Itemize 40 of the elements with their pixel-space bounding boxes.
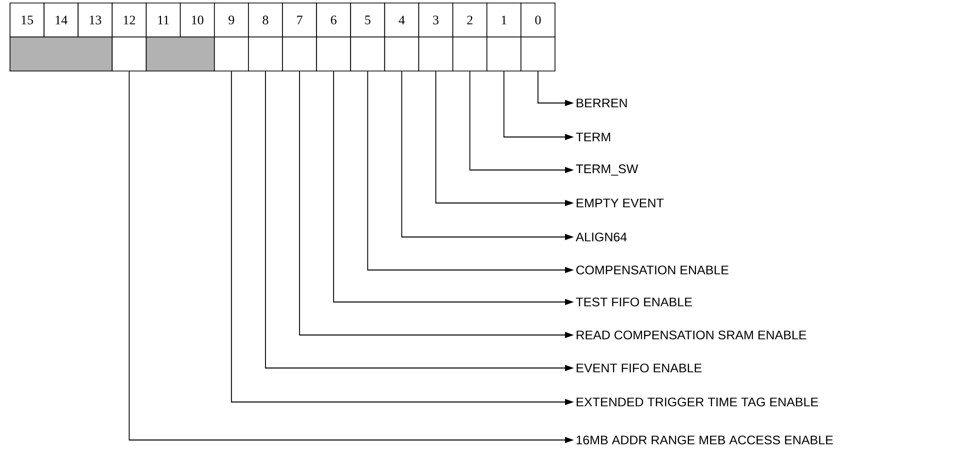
bit-number-cell: 6 bbox=[316, 2, 352, 38]
bit-label: TERM_SW bbox=[576, 164, 638, 176]
bit-number-cell: 5 bbox=[350, 2, 386, 38]
bit-number-cell: 4 bbox=[384, 2, 420, 38]
bit-number-cell: 9 bbox=[214, 2, 249, 38]
bit-cell bbox=[486, 36, 522, 72]
bit-cell bbox=[282, 36, 317, 72]
bit-label: COMPENSATION ENABLE bbox=[576, 266, 728, 274]
bit-number-cell: 7 bbox=[282, 2, 317, 38]
bit-cell bbox=[316, 36, 352, 72]
bit-cell bbox=[452, 36, 488, 72]
reserved-bits-cell bbox=[146, 36, 215, 72]
bit-label: 16MB ADDR RANGE MEB ACCESS ENABLE bbox=[576, 436, 833, 444]
bit-number-cell: 14 bbox=[44, 2, 79, 38]
bit-label: ALIGN64 bbox=[576, 232, 627, 242]
bit-label: TERM bbox=[576, 132, 610, 142]
bit-cell bbox=[112, 36, 147, 72]
bit-number-cell: 3 bbox=[418, 2, 454, 38]
bit-number-cell: 13 bbox=[78, 2, 113, 38]
bit-label: READ COMPENSATION SRAM ENABLE bbox=[576, 330, 806, 340]
bit-number-cell: 15 bbox=[10, 2, 44, 38]
bit-cell bbox=[384, 36, 420, 72]
bit-label: EXTENDED TRIGGER TIME TAG ENABLE bbox=[576, 398, 818, 406]
bit-cell bbox=[214, 36, 249, 72]
bit-label: TEST FIFO ENABLE bbox=[576, 298, 692, 306]
bit-cell bbox=[248, 36, 283, 72]
bit-number-cell: 8 bbox=[248, 2, 283, 38]
bit-number-cell: 2 bbox=[452, 2, 488, 38]
bit-cell bbox=[520, 36, 556, 72]
bit-label: BERREN bbox=[576, 98, 627, 108]
bit-number-cell: 10 bbox=[180, 2, 215, 38]
bit-number-cell: 0 bbox=[520, 2, 556, 38]
bit-number-cell: 1 bbox=[486, 2, 522, 38]
bit-cell bbox=[350, 36, 386, 72]
bit-label: EMPTY EVENT bbox=[576, 198, 664, 208]
bit-cell bbox=[418, 36, 454, 72]
reserved-bits-cell bbox=[10, 36, 113, 72]
bit-number-cell: 11 bbox=[146, 2, 181, 38]
bit-number-cell: 12 bbox=[112, 2, 147, 38]
bit-label: EVENT FIFO ENABLE bbox=[576, 364, 702, 372]
